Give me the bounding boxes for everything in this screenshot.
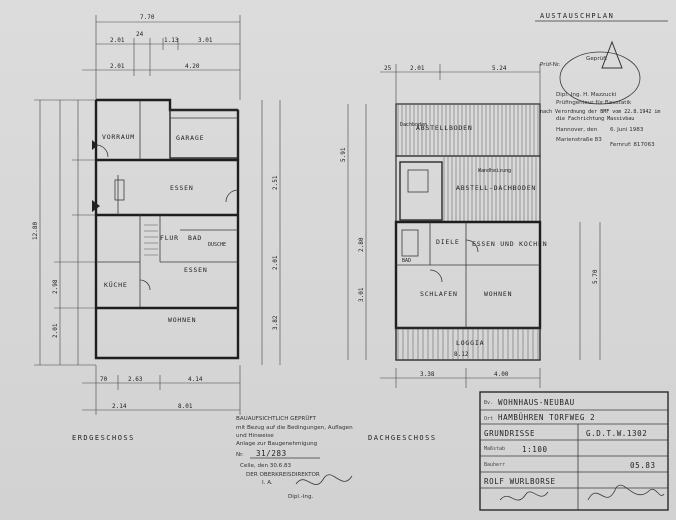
gf-dim-top-b: 24 [136, 31, 144, 38]
auth-line2: mit Bezug auf die Bedingungen, Auflagen [236, 425, 353, 431]
af-dim-bottom-a: 3.38 [420, 371, 435, 378]
auth-line3: und Hinweise [236, 433, 274, 439]
gf-dim-top-c: 1.13 [164, 37, 179, 44]
af-room-schlafen: SCHLAFEN [420, 290, 458, 298]
auth-no-label: Nr. [236, 452, 244, 458]
auth-line4: Anlage zur Baugenehmigung [236, 441, 318, 447]
gf-room-essen-lower: ESSEN [184, 266, 208, 274]
gf-dim-left-b: 2.01 [52, 323, 59, 338]
stamp-reg1: nach Verordnung der BMF vom 22.8.1942 im [540, 109, 660, 115]
gf-room-wohnen: WOHNEN [168, 316, 196, 324]
gf-dim-right-c: 2.01 [272, 255, 279, 270]
gf-dim-top-total: 7.70 [140, 14, 155, 21]
tb-scale-label: Maßstab [484, 446, 505, 452]
af-dim-top-b: 2.01 [410, 65, 425, 72]
title-block: Bv. WOHNHAUS-NEUBAU Ort HAMBÜHREN TORFWE… [479, 391, 669, 511]
attic-floor-plan: 25 2.01 5.24 ABSTELLBODEN ABSTELL-DACHBO… [340, 64, 601, 442]
af-room-wohnen: WOHNEN [484, 290, 512, 298]
gf-room-essen-upper: ESSEN [170, 184, 194, 192]
tb-plan-no: G.D.T.W.1302 [586, 429, 647, 438]
stamp-street: Marienstraße 83 [556, 137, 602, 143]
tb-scale: 1:100 [522, 445, 548, 454]
tb-owner: ROLF WURLBORSE [484, 477, 556, 486]
stamp-checkno: Prüf-Nr. [540, 62, 561, 68]
stamp-city: Hannover, den [556, 127, 598, 133]
stamp-date: 6. Juni 1983 [610, 127, 644, 133]
af-label: DACHGESCHOSS [368, 434, 437, 442]
af-room-loggia: LOGGIA [456, 339, 484, 347]
gf-dim-bottom-d: 2.14 [112, 403, 127, 410]
gf-room-flur: FLUR [160, 234, 179, 242]
af-dim-left-b: 2.80 [358, 237, 365, 252]
gf-dim-top-d: 3.01 [198, 37, 213, 44]
af-room-bad: BAD [402, 258, 411, 264]
gf-dim-bottom-total: 8.01 [178, 403, 193, 410]
auth-signer: Dipl.-Ing. [288, 494, 314, 500]
af-dim-top-c: 5.24 [492, 65, 507, 72]
af-dim-left-c: 3.01 [358, 287, 365, 302]
sheet-title: AUSTAUSCHPLAN [540, 12, 614, 20]
stamp-phone: Fernruf: 817063 [610, 142, 655, 148]
gf-dim-left-a: 2.98 [52, 279, 59, 294]
af-note-dachboden: Dachboden [400, 122, 427, 128]
af-room-abstellboden: ABSTELLBODEN [416, 124, 473, 132]
gf-dim-top-a: 2.01 [110, 37, 125, 44]
gf-dim-bottom-b: 2.63 [128, 376, 143, 383]
ground-floor-plan: 7.70 2.01 24 1.13 3.01 2.01 4.20 12.80 2… [32, 14, 281, 442]
gf-room-dusche: DUSCHE [208, 242, 226, 248]
authority-stamp: BAUAUFSICHTLICH GEPRÜFT mit Bezug auf di… [236, 415, 353, 500]
gf-dim-bottom-c: 4.14 [188, 376, 203, 383]
af-dim-bottom-b: 4.00 [494, 371, 509, 378]
engineer-stamp: Geprüft Prüf-Nr. Dipl.-Ing. H. Mazzucki … [540, 40, 660, 148]
gf-room-vorraum: VORRAUM [102, 133, 135, 141]
tb-drawn-label: Bauherr [484, 462, 505, 468]
gf-dim-top3-b: 4.20 [185, 63, 200, 70]
auth-office2: I. A. [262, 480, 273, 486]
tb-location-prefix: Ort [484, 416, 493, 422]
owner-signature [499, 491, 549, 501]
gf-dim-bottom-a: 70 [100, 376, 108, 383]
gf-room-bad: BAD [188, 234, 202, 242]
stamp-role: Prüfingenieur für Baustatik [556, 100, 632, 106]
gf-room-garage: GARAGE [176, 134, 204, 142]
auth-place-date: Celle, den 30.6.83 [240, 463, 292, 469]
authority-signature [295, 474, 353, 485]
tb-date: 05.83 [630, 461, 656, 470]
auth-office: DER OBERKREISDIREKTOR [246, 472, 320, 478]
gf-dim-right-a: 3.82 [272, 315, 279, 330]
af-dim-right-a: 5.70 [592, 269, 599, 284]
auth-no-value: 31/283 [256, 449, 287, 458]
tb-project: WOHNHAUS-NEUBAU [498, 398, 575, 407]
af-dim-top-a: 25 [384, 65, 392, 72]
gf-dim-right-b: 2.51 [272, 175, 279, 190]
tb-project-prefix: Bv. [484, 400, 493, 406]
af-note-wandheizung: Wandheizung [478, 168, 511, 174]
af-dim-bottom-c: 8.12 [454, 351, 469, 358]
gf-label: ERDGESCHOSS [72, 434, 135, 442]
gf-room-kueche: KÜCHE [104, 280, 128, 289]
stamp-line1: Geprüft [586, 56, 608, 62]
stamp-name: Dipl.-Ing. H. Mazzucki [556, 92, 617, 98]
auth-line1: BAUAUFSICHTLICH GEPRÜFT [236, 415, 317, 422]
stamp-reg2: die Fachrichtung Massivbau [556, 116, 634, 122]
gf-dim-left-total: 12.80 [32, 222, 39, 240]
tb-location: HAMBÜHREN TORFWEG 2 [498, 413, 595, 422]
gf-dim-top3-a: 2.01 [110, 63, 125, 70]
architect-signature [587, 484, 665, 501]
tb-content: GRUNDRISSE [484, 429, 535, 438]
af-room-essen-kochen: ESSEN UND KOCHEN [472, 240, 547, 248]
af-dim-left-a: 5.91 [340, 147, 347, 162]
af-room-diele: DIELE [436, 238, 460, 246]
af-room-abstell-dachboden: ABSTELL-DACHBODEN [456, 184, 536, 192]
